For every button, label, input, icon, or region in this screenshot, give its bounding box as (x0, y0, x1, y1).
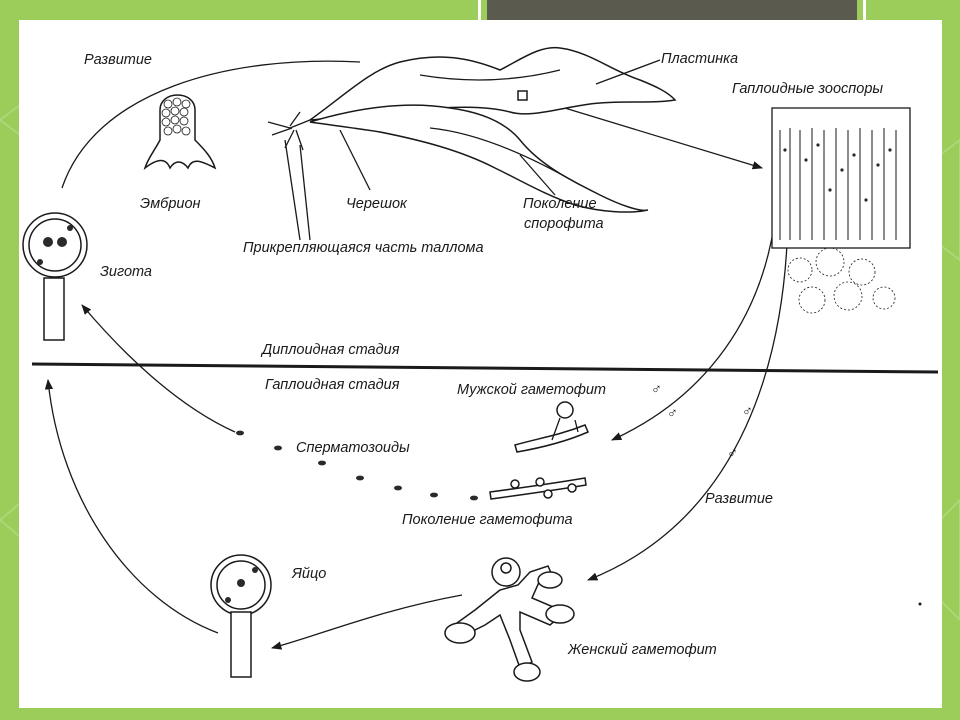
label-zygote: Зигота (100, 264, 152, 280)
label-sporophyte-generation-line1: Поколение (523, 196, 597, 212)
label-embryo: Эмбрион (140, 196, 201, 212)
male-symbol-3: ♂ (742, 404, 753, 420)
title-accent-bar (487, 0, 857, 20)
male-symbol-2: ♂ (667, 406, 678, 422)
holdfast-leader-line-1 (284, 139, 301, 241)
stalk-leader-line (339, 129, 371, 191)
female-gametophyte-figure (444, 557, 575, 682)
label-spermatozoids: Сперматозоиды (296, 440, 410, 456)
label-diploid-stage: Диплоидная стадия (260, 342, 400, 358)
arrow-female-to-egg (270, 594, 463, 650)
label-male-gametophyte: Мужской гаметофит (457, 382, 606, 398)
label-holdfast: Прикрепляющаяся часть таллома (243, 240, 484, 256)
sporophyte-leader-line (519, 154, 556, 196)
arrow-zoospores-to-female (587, 194, 789, 581)
accent-divider-left (478, 0, 481, 20)
sporophyte-thallus (307, 46, 677, 213)
accent-divider-right (863, 0, 866, 20)
zygote-figure (22, 212, 88, 341)
egg-figure (210, 554, 272, 678)
arrow-zoospores-to-male (611, 189, 779, 441)
male-symbol-4: ♂ (727, 446, 738, 462)
spermatozoid-dots (236, 430, 478, 501)
holdfast-leader-line-2 (299, 144, 311, 241)
plate-leader-line (595, 59, 661, 85)
gametophyte-filament-figure (489, 477, 587, 500)
label-haploid-zoospores: Гаплоидные зооспоры (732, 81, 883, 97)
male-symbol-1: ♂ (651, 382, 662, 398)
label-sporophyte-generation-line2: спорофита (524, 216, 604, 232)
male-gametophyte-figure (514, 401, 589, 453)
holdfast (267, 111, 311, 151)
arrow-zygote-to-sporophyte (61, 60, 361, 189)
label-plate: Пластинка (661, 51, 738, 67)
label-female-gametophyte: Женский гаметофит (567, 642, 717, 658)
stray-dot (918, 602, 922, 606)
label-development-right: Развитие (705, 491, 773, 507)
label-stalk: Черешок (346, 196, 408, 212)
arrow-sperm-to-zygote (81, 304, 236, 433)
arrow-egg-to-zygote (44, 378, 219, 634)
label-development-top: Развитие (84, 52, 152, 68)
embryo-figure (143, 94, 217, 171)
label-egg: Яйцо (291, 566, 326, 582)
label-gametophyte-generation: Поколение гаметофита (402, 512, 573, 528)
stage-divider-line (31, 362, 939, 374)
label-haploid-stage: Гаплоидная стадия (265, 377, 400, 393)
zoospore-tissue-section (771, 107, 911, 314)
